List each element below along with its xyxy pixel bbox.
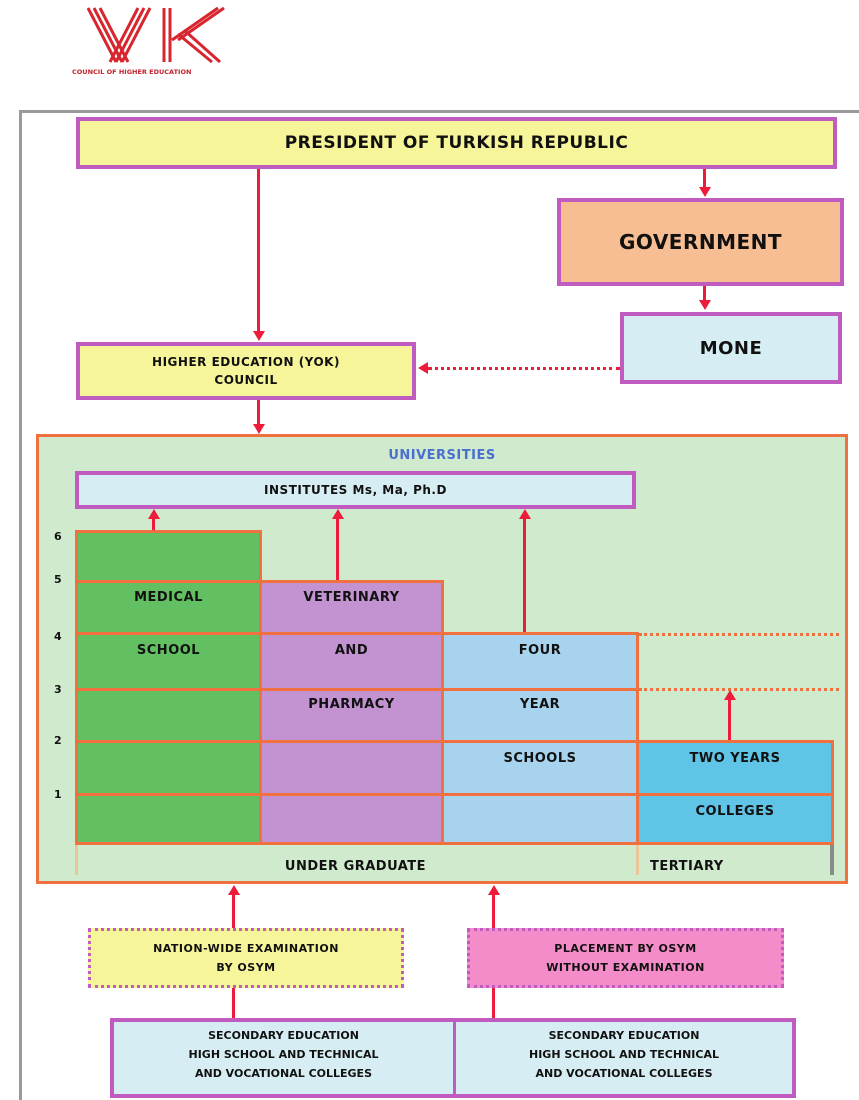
connector-mone-yok [428, 367, 620, 370]
arrow-medical-to-institutes [148, 509, 160, 519]
institutes-label: INSTITUTES Ms, Ma, Ph.D [264, 483, 447, 497]
four-label-line3: SCHOOLS [503, 751, 577, 766]
connector-four-institutes [523, 516, 526, 634]
universities-title: UNIVERSITIES [388, 448, 496, 463]
row-line-5 [75, 580, 262, 583]
arrow-to-yok-from-mone [418, 362, 428, 374]
placement-label-line1: PLACEMENT BY OSYM [554, 942, 697, 955]
connector-president-government [703, 169, 706, 189]
secondary-left-line1: SECONDARY EDUCATION [208, 1029, 359, 1042]
arrow-to-government [699, 187, 711, 197]
connector-exam-universities [232, 892, 235, 930]
year-level-2: 2 [54, 734, 62, 747]
diagram-frame [19, 110, 859, 1100]
arrow-to-yok [253, 331, 265, 341]
arrow-four-to-institutes [519, 509, 531, 519]
arrow-to-mone [699, 300, 711, 310]
row-line-4 [75, 632, 639, 635]
logo: COUNCIL OF HIGHER EDUCATION [72, 6, 232, 78]
row-line-1 [75, 793, 834, 796]
arrow-exam-to-universities [228, 885, 240, 895]
four-label-line2: YEAR [519, 697, 561, 712]
placement-label-line2: WITHOUT EXAMINATION [546, 961, 705, 974]
connector-vet-institutes [336, 516, 339, 582]
secondary-right-box: SECONDARY EDUCATION HIGH SCHOOL AND TECH… [456, 1026, 792, 1083]
logo-subtitle: COUNCIL OF HIGHER EDUCATION [72, 68, 192, 76]
arrow-to-universities [253, 424, 265, 434]
connector-yok-universities [257, 400, 260, 426]
four-year-schools-block [441, 632, 639, 845]
mone-box: MONE [620, 312, 842, 384]
tertiary-tick-left [636, 845, 639, 875]
yok-label-line2: COUNCIL [214, 373, 278, 387]
under-graduate-tick-left [75, 845, 78, 875]
government-label: GOVERNMENT [618, 230, 783, 254]
yok-label-line1: HIGHER EDUCATION (YOK) [152, 355, 340, 369]
yok-logo-mark [86, 6, 225, 64]
medical-label-line2: SCHOOL [136, 643, 201, 658]
placement-box: PLACEMENT BY OSYM WITHOUT EXAMINATION [467, 928, 784, 988]
exam-label-line1: NATION-WIDE EXAMINATION [153, 942, 339, 955]
tertiary-label: TERTIARY [650, 859, 724, 874]
institutes-box: INSTITUTES Ms, Ma, Ph.D [75, 471, 636, 509]
two-year-label-line1: TWO YEARS [689, 751, 781, 766]
secondary-right-line3: AND VOCATIONAL COLLEGES [535, 1067, 713, 1080]
secondary-left-line2: HIGH SCHOOL AND TECHNICAL [188, 1048, 379, 1061]
connector-president-yok [257, 169, 260, 333]
connector-placement-universities [492, 892, 495, 930]
connector-government-mone [703, 286, 706, 302]
four-label-line1: FOUR [518, 643, 562, 658]
row-line-3 [75, 688, 639, 691]
secondary-left-line3: AND VOCATIONAL COLLEGES [194, 1067, 372, 1080]
president-box: PRESIDENT OF TURKISH REPUBLIC [76, 117, 837, 169]
medical-label-line1: MEDICAL [134, 590, 203, 605]
year-level-5: 5 [54, 573, 62, 586]
year-level-6: 6 [54, 530, 62, 543]
arrow-vet-to-institutes [332, 509, 344, 519]
connector-medical-institutes [152, 516, 155, 532]
year-level-1: 1 [54, 788, 62, 801]
secondary-left-box: SECONDARY EDUCATION HIGH SCHOOL AND TECH… [114, 1026, 453, 1083]
under-graduate-label: UNDER GRADUATE [284, 859, 427, 874]
secondary-divider [453, 1018, 456, 1098]
secondary-right-line1: SECONDARY EDUCATION [548, 1029, 700, 1042]
secondary-right-line2: HIGH SCHOOL AND TECHNICAL [529, 1048, 719, 1061]
row-line-2 [75, 740, 834, 743]
vet-label-line2: AND [334, 643, 369, 658]
year-level-4: 4 [54, 630, 62, 643]
connector-secondary-placement [492, 988, 495, 1020]
president-label: PRESIDENT OF TURKISH REPUBLIC [284, 133, 629, 153]
government-box: GOVERNMENT [557, 198, 844, 286]
nationwide-exam-box: NATION-WIDE EXAMINATION BY OSYM [88, 928, 404, 988]
tertiary-tick-right [830, 845, 834, 875]
yok-council-box: HIGHER EDUCATION (YOK) COUNCIL [76, 342, 416, 400]
arrow-two-year-up [724, 690, 736, 700]
year-level-3: 3 [54, 683, 62, 696]
dotted-line-3 [639, 688, 839, 691]
dotted-line-4 [639, 633, 839, 636]
connector-secondary-exam [232, 988, 235, 1020]
two-year-label-line2: COLLEGES [695, 804, 775, 819]
vet-label-line3: PHARMACY [308, 697, 395, 712]
exam-label-line2: BY OSYM [216, 961, 276, 974]
mone-label: MONE [699, 337, 763, 359]
two-year-colleges-block [636, 740, 834, 845]
arrow-placement-to-universities [488, 885, 500, 895]
veterinary-pharmacy-block [259, 580, 444, 845]
vet-label-line1: VETERINARY [303, 590, 400, 605]
connector-two-year-up [728, 698, 731, 740]
